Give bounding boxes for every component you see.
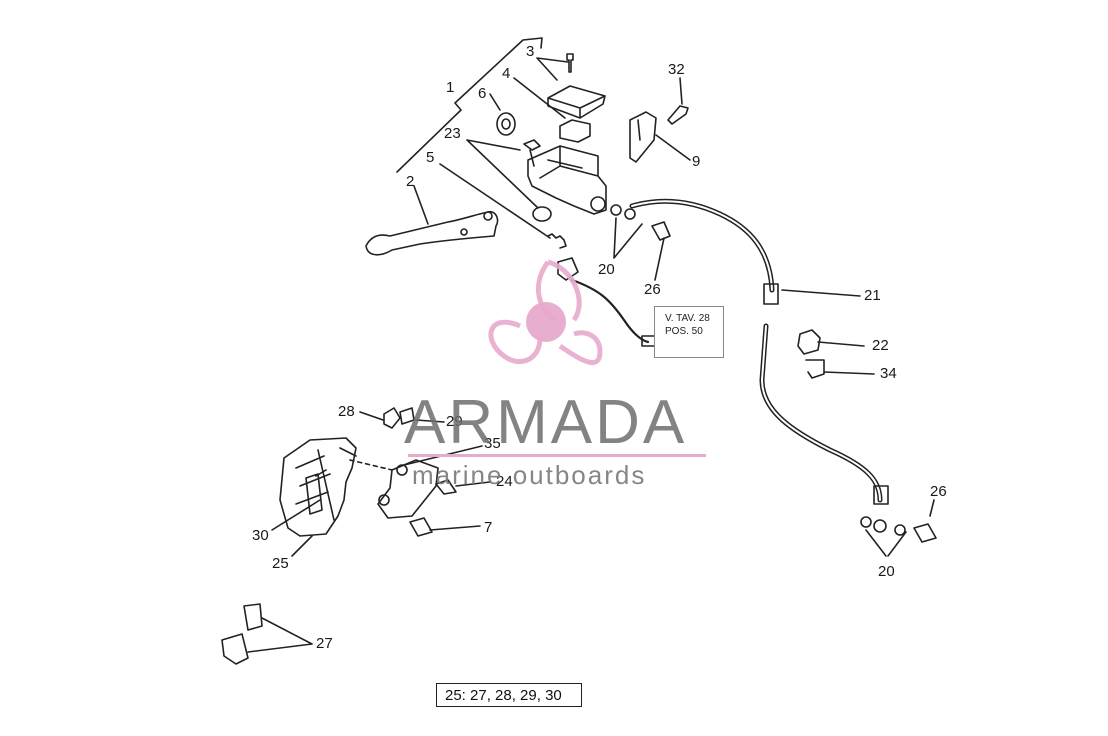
brake-hose-lower bbox=[759, 323, 883, 503]
leader-26b bbox=[929, 499, 935, 517]
part-label-23: 23 bbox=[444, 125, 461, 142]
leader-34 bbox=[823, 371, 875, 375]
bolt-7 bbox=[409, 517, 433, 537]
brake-lever bbox=[365, 210, 499, 256]
caliper-bracket bbox=[377, 459, 439, 519]
part-label-25: 25 bbox=[272, 555, 289, 572]
leader-3 bbox=[536, 57, 569, 81]
part-label-32: 32 bbox=[668, 61, 685, 78]
bleeder-28 bbox=[383, 407, 401, 429]
part-label-24: 24 bbox=[496, 473, 513, 490]
reference-line-1: V. TAV. 28 bbox=[665, 313, 710, 324]
part-label-1: 1 bbox=[446, 79, 455, 96]
clip-34 bbox=[805, 359, 825, 379]
reservoir-cover bbox=[547, 85, 606, 119]
leader-26a bbox=[654, 237, 665, 281]
leader-5 bbox=[439, 163, 551, 239]
reference-line-2: POS. 50 bbox=[665, 325, 703, 337]
watermark-underline bbox=[408, 454, 706, 457]
pivot-spring bbox=[547, 233, 567, 249]
part-label-34: 34 bbox=[880, 365, 897, 382]
kit-formula: 25: 27, 28, 29, 30 bbox=[436, 683, 582, 707]
bolt-24 bbox=[435, 479, 457, 495]
cap-29 bbox=[399, 407, 415, 425]
part-label-4: 4 bbox=[502, 65, 511, 82]
boot-23 bbox=[532, 206, 552, 222]
part-label-22: 22 bbox=[872, 337, 889, 354]
part-label-21: 21 bbox=[864, 287, 881, 304]
washer-20 bbox=[610, 204, 622, 216]
leader-32 bbox=[679, 77, 683, 105]
part-label-27: 27 bbox=[316, 635, 333, 652]
leader-29 bbox=[415, 419, 445, 423]
leader-6 bbox=[489, 93, 501, 111]
reference-note: V. TAV. 28 POS. 50 bbox=[654, 306, 724, 358]
part-label-35: 35 bbox=[484, 435, 501, 452]
leader-30 bbox=[271, 499, 321, 531]
leader-21 bbox=[781, 289, 861, 297]
watermark-title: ARMADA bbox=[404, 388, 688, 457]
leader-24 bbox=[455, 481, 491, 487]
banjo-bolt-26b bbox=[913, 523, 937, 543]
part-label-30: 30 bbox=[252, 527, 269, 544]
leader-23 bbox=[466, 139, 539, 209]
diaphragm bbox=[559, 119, 591, 143]
part-label-9: 9 bbox=[692, 153, 701, 170]
part-label-20a: 20 bbox=[598, 261, 615, 278]
leader-2 bbox=[413, 185, 429, 225]
bolt-23 bbox=[523, 139, 541, 167]
caliper-25 bbox=[279, 437, 357, 537]
leader-20a bbox=[613, 217, 643, 259]
clamp-9 bbox=[629, 111, 657, 163]
leader-9 bbox=[655, 134, 691, 161]
screw-3 bbox=[566, 53, 574, 73]
part-label-2: 2 bbox=[406, 173, 415, 190]
leader-22 bbox=[817, 341, 865, 347]
brake-hose-upper bbox=[629, 198, 775, 293]
leader-7 bbox=[429, 525, 481, 531]
leader-25 bbox=[291, 535, 313, 557]
part-label-20b: 20 bbox=[878, 563, 895, 580]
part-label-3: 3 bbox=[526, 43, 535, 60]
master-cylinder bbox=[527, 145, 607, 215]
hose-sleeve bbox=[763, 283, 779, 305]
leader-4 bbox=[513, 77, 566, 119]
part-label-29: 29 bbox=[446, 413, 463, 430]
switch-wire bbox=[570, 278, 650, 344]
grommet-22 bbox=[797, 329, 821, 355]
part-label-5: 5 bbox=[426, 149, 435, 166]
watermark-hub bbox=[526, 302, 566, 342]
pad-kit-27 bbox=[221, 603, 263, 665]
part-label-6: 6 bbox=[478, 85, 487, 102]
watermark-subtitle: marine outboards bbox=[412, 460, 647, 490]
leader-27 bbox=[247, 617, 313, 653]
leader-28 bbox=[359, 411, 384, 421]
part-label-28: 28 bbox=[338, 403, 355, 420]
part-label-26b: 26 bbox=[930, 483, 947, 500]
boot-6 bbox=[496, 112, 516, 136]
screw-32 bbox=[667, 105, 689, 125]
part-label-7: 7 bbox=[484, 519, 493, 536]
part-label-26a: 26 bbox=[644, 281, 661, 298]
leader-20b bbox=[865, 529, 907, 557]
banjo-bolt-26 bbox=[651, 221, 671, 241]
assembly-bracket bbox=[396, 37, 543, 173]
brake-pads-30 bbox=[305, 469, 327, 515]
